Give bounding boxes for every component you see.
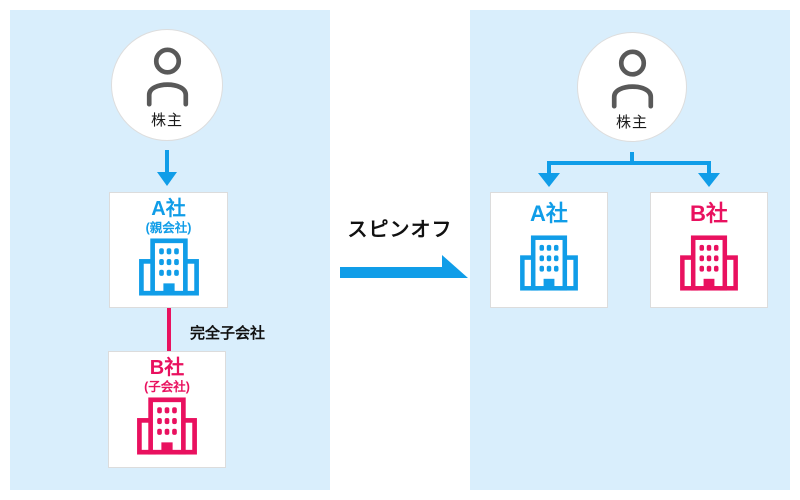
- subsidiary-relation-label: 完全子会社: [190, 325, 266, 342]
- branch-line-a: [547, 164, 551, 174]
- shareholder-label: 株主: [150, 112, 183, 129]
- after-panel: 株主 A社 B社: [470, 10, 790, 490]
- company-b-box-before: B社 (子会社): [108, 351, 226, 468]
- building-icon: [678, 235, 740, 291]
- person-icon: [610, 48, 655, 110]
- building-icon: [137, 238, 201, 296]
- company-b-name: B社: [149, 357, 185, 379]
- branch-horizontal-line: [547, 161, 711, 165]
- company-a-box-after: A社: [490, 192, 608, 308]
- company-a-box-before: A社 (親会社): [109, 192, 228, 308]
- company-a-role: (親会社): [145, 221, 192, 235]
- branch-stub-line: [630, 152, 634, 162]
- company-a-name: A社: [530, 201, 568, 226]
- shareholder-label: 株主: [615, 114, 648, 131]
- company-a-name: A社: [151, 198, 186, 220]
- branch-line-b: [707, 164, 711, 174]
- building-icon: [518, 235, 580, 291]
- arrow-down-icon: [157, 172, 177, 186]
- person-icon: [145, 46, 190, 108]
- shareholder-node-before: 株主: [111, 29, 223, 141]
- company-b-box-after: B社: [650, 192, 768, 308]
- right-arrow-icon: [340, 255, 468, 278]
- subsidiary-link-line: [167, 308, 171, 351]
- ownership-arrow-line: [165, 150, 169, 173]
- arrow-down-icon: [538, 173, 560, 187]
- company-b-name: B社: [690, 201, 728, 226]
- arrow-down-icon: [698, 173, 720, 187]
- before-panel: 株主 A社 (親会社) 完全子会社 B社 (子会社): [10, 10, 330, 490]
- shareholder-node-after: 株主: [577, 32, 687, 142]
- spinoff-label: スピンオフ: [347, 219, 453, 241]
- company-b-role: (子会社): [144, 380, 190, 394]
- building-icon: [135, 397, 199, 455]
